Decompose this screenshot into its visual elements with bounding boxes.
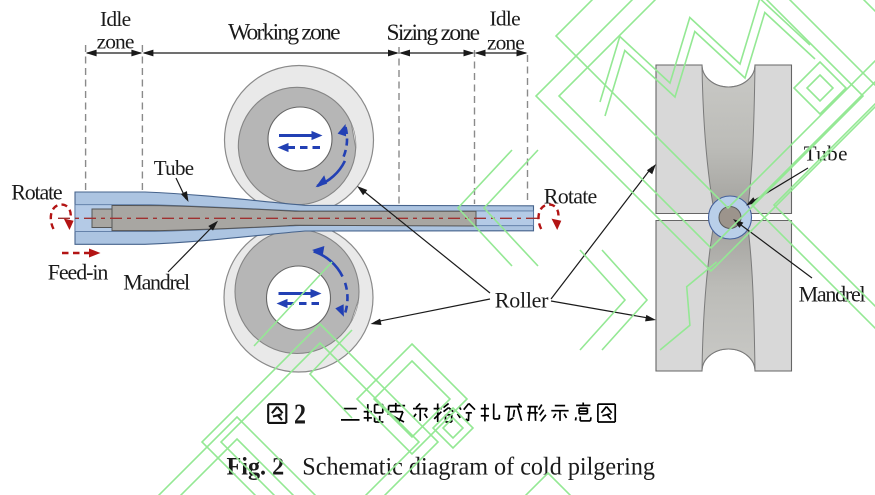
svg-text:zone: zone bbox=[97, 29, 135, 53]
svg-text:Rotate: Rotate bbox=[544, 184, 598, 209]
svg-text:Working zone: Working zone bbox=[228, 20, 341, 46]
svg-text:Idle: Idle bbox=[100, 7, 131, 31]
svg-text:2: 2 bbox=[294, 400, 306, 431]
svg-text:Rotate: Rotate bbox=[11, 179, 62, 204]
svg-text:Feed-in: Feed-in bbox=[48, 259, 109, 284]
svg-text:Sizing zone: Sizing zone bbox=[387, 20, 481, 46]
svg-text:Idle: Idle bbox=[490, 7, 521, 31]
svg-text:Fig. 2 Schematic diagram of: Fig. 2 Schematic diagram of cold pilgeri… bbox=[227, 452, 656, 481]
svg-text:Roller: Roller bbox=[495, 288, 549, 313]
svg-text:Tube: Tube bbox=[154, 156, 194, 180]
svg-text:zone: zone bbox=[487, 30, 525, 54]
svg-text:Mandrel: Mandrel bbox=[123, 270, 190, 295]
